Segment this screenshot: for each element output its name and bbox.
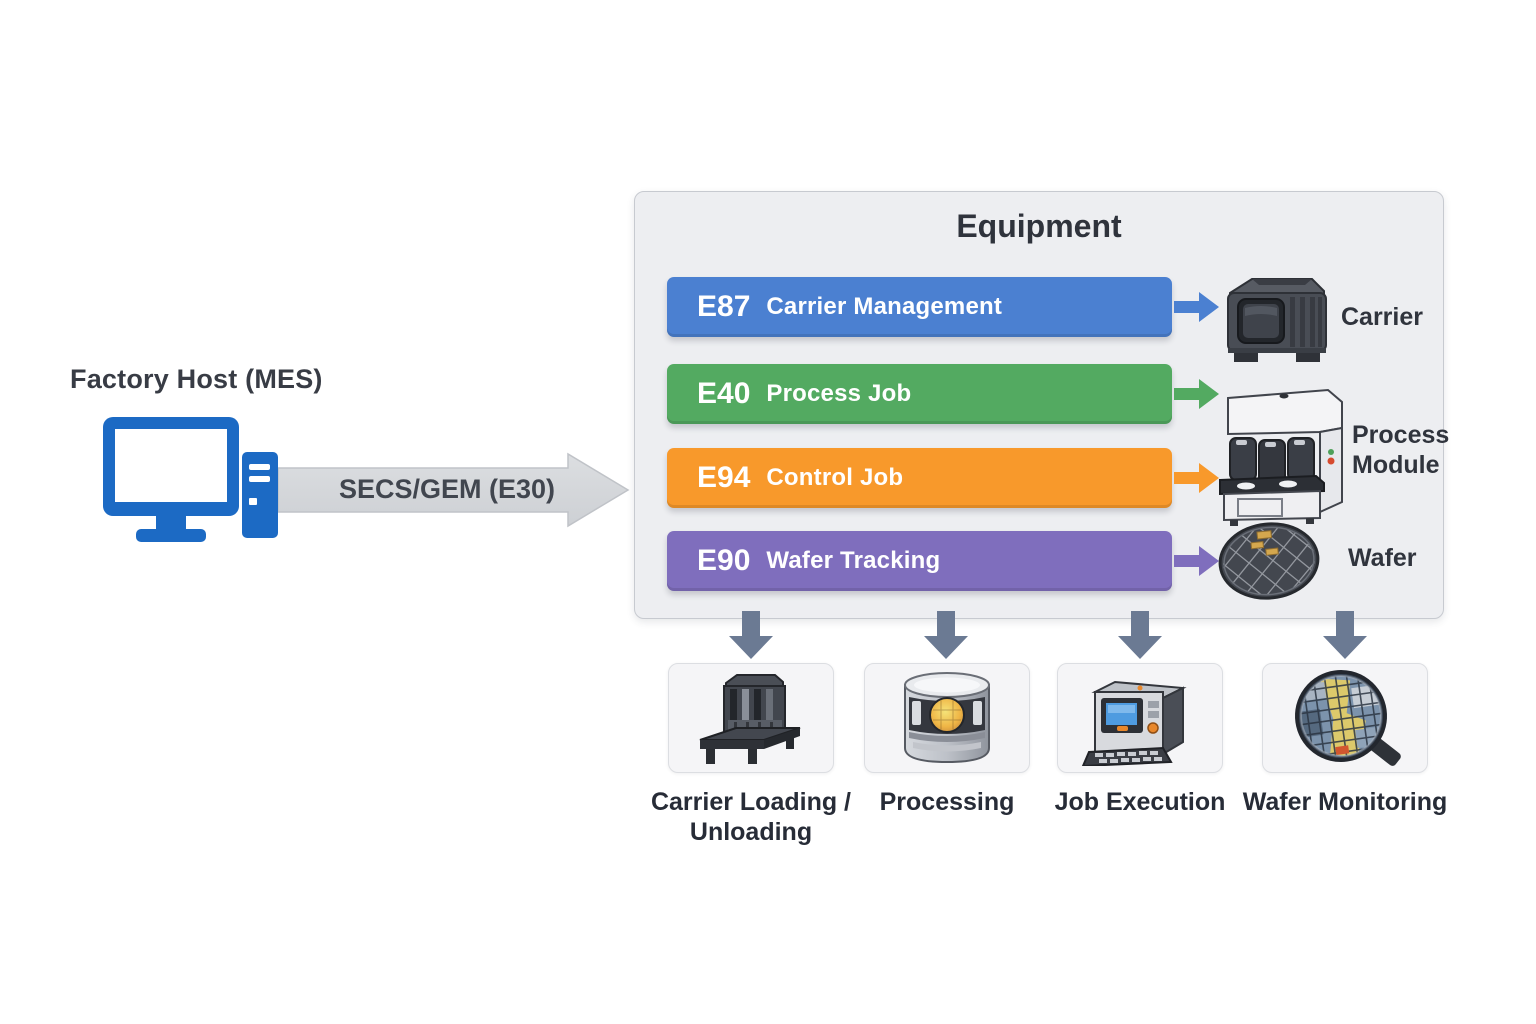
carrier-loading-label-line1: Carrier Loading /	[650, 788, 852, 816]
job-terminal-icon	[1081, 680, 1187, 766]
function-box-job-execution	[1057, 663, 1223, 773]
flow-down-arrow-icon	[924, 611, 968, 659]
flow-down-arrow-icon	[1118, 611, 1162, 659]
processing-label: Processing	[879, 788, 1015, 816]
equipment-title: Equipment	[956, 208, 1122, 244]
standard-name: Control Job	[766, 464, 904, 491]
carrier-loadport-icon	[699, 674, 801, 764]
function-box-wafer-monitoring	[1262, 663, 1428, 773]
secs-gem-link-label: SECS/GEM (E30)	[338, 474, 556, 504]
wafer-label: Wafer	[1348, 544, 1417, 572]
standard-code: E40	[697, 377, 751, 410]
standard-bar-e90: E90 Wafer Tracking	[667, 531, 1172, 591]
desktop-computer-icon	[103, 417, 278, 542]
standard-name: Wafer Tracking	[766, 547, 941, 574]
standard-name: Process Job	[766, 380, 912, 407]
carrier-loading-label: Carrier Loading / Unloading	[631, 787, 871, 847]
arrow-to-process-module-icon	[1174, 463, 1219, 493]
process-module-label-line1: Process	[1352, 421, 1450, 449]
carrier-pod-icon	[1227, 278, 1327, 362]
carrier-loading-label-line2: Unloading	[689, 818, 813, 846]
arrow-to-process-module-icon	[1174, 379, 1219, 409]
factory-host-label: Factory Host (MES)	[70, 364, 323, 394]
carrier-label: Carrier	[1341, 303, 1423, 331]
arrow-to-wafer-icon	[1174, 546, 1219, 576]
wafer-magnifier-icon	[1295, 670, 1401, 766]
job-execution-label: Job Execution	[1054, 788, 1226, 816]
right-block-arrow-icon	[278, 452, 630, 528]
function-box-carrier-loading	[668, 663, 834, 773]
arrow-to-carrier-icon	[1174, 292, 1219, 322]
flow-down-arrow-icon	[1323, 611, 1367, 659]
standard-code: E87	[697, 290, 751, 323]
standard-name: Carrier Management	[766, 293, 1003, 320]
standard-bar-e94: E94 Control Job	[667, 448, 1172, 508]
function-box-processing	[864, 663, 1030, 773]
wafer-icon	[1218, 522, 1320, 600]
flow-down-arrow-icon	[729, 611, 773, 659]
process-module-icon	[1219, 388, 1343, 526]
standard-bar-e87: E87 Carrier Management	[667, 277, 1172, 337]
process-module-label: Process Module	[1352, 420, 1449, 480]
standard-bar-e40: E40 Process Job	[667, 364, 1172, 424]
wafer-monitoring-label: Wafer Monitoring	[1242, 788, 1448, 816]
process-chamber-icon	[904, 672, 990, 764]
process-module-label-line2: Module	[1352, 451, 1440, 479]
standard-code: E94	[697, 461, 751, 494]
standard-code: E90	[697, 544, 751, 577]
